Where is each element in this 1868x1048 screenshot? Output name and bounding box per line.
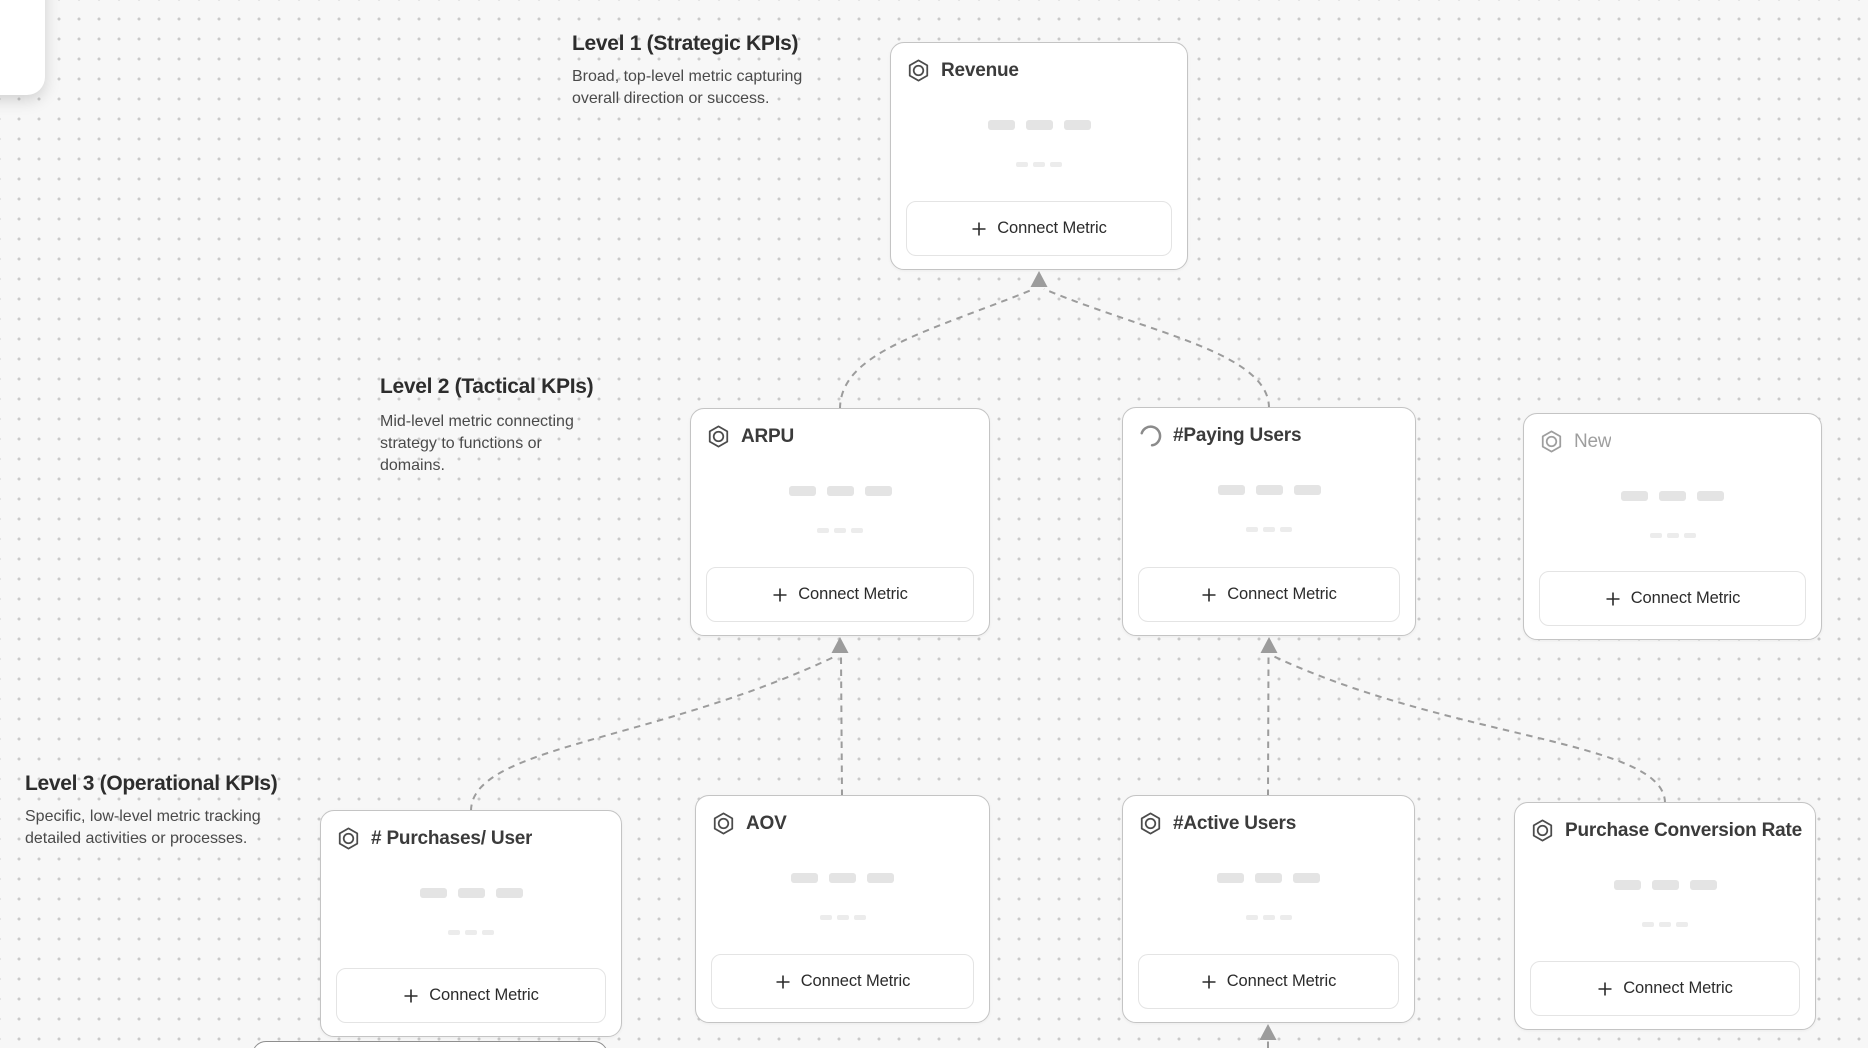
level-2-description: Mid-level metric connecting strategy to … — [380, 413, 574, 474]
metric-title: Revenue — [941, 59, 1019, 81]
card-header: New — [1539, 429, 1809, 454]
skeleton-row — [1524, 533, 1821, 538]
connector-aov-arpu — [840, 654, 843, 797]
metric-title: AOV — [746, 812, 787, 834]
skeleton-row — [1123, 915, 1414, 920]
metric-card-aov[interactable]: AOV Connect Metric — [695, 795, 990, 1023]
arrowhead-activeusers — [1259, 1024, 1277, 1040]
metric-card-new[interactable]: New Connect Metric — [1523, 413, 1822, 640]
skeleton-row — [1123, 485, 1415, 495]
metric-card-paying-users[interactable]: #Paying Users Connect Metric — [1122, 407, 1416, 636]
level-2-title: Level 2 (Tactical KPIs) — [380, 375, 594, 398]
connect-metric-label: Connect Metric — [1227, 585, 1337, 603]
metric-card-partial-bottom[interactable] — [252, 1041, 608, 1048]
arrowhead-revenue — [1030, 271, 1048, 287]
hexagon-icon — [708, 425, 729, 448]
connect-metric-label: Connect Metric — [1226, 972, 1337, 990]
skeleton-row — [1515, 880, 1815, 890]
metric-title: New — [1574, 430, 1612, 452]
metric-card-purchase-conversion-rate[interactable]: Purchase Conversion Rate Connect Metric — [1514, 802, 1816, 1030]
level-1-description: Broad, top-level metric capturing overal… — [572, 68, 803, 107]
hexagon-icon — [338, 827, 359, 850]
plus-icon — [1598, 982, 1612, 995]
skeleton-row — [1515, 922, 1815, 927]
connect-metric-label: Connect Metric — [429, 986, 539, 1004]
metric-title: #Active Users — [1173, 812, 1297, 834]
connect-metric-button[interactable]: Connect Metric — [711, 954, 974, 1009]
connector-payingusers-revenue — [1043, 288, 1270, 409]
connect-metric-button[interactable]: Connect Metric — [1530, 961, 1800, 1016]
plus-icon — [1202, 588, 1216, 601]
hexagon-icon — [1541, 430, 1562, 453]
metric-card-arpu[interactable]: ARPU Connect Metric — [690, 408, 990, 636]
skeleton-row — [1123, 873, 1414, 883]
connector-pcr-payingusers — [1272, 655, 1666, 804]
connect-metric-label: Connect Metric — [1630, 589, 1741, 607]
connect-metric-button[interactable]: Connect Metric — [336, 968, 606, 1023]
metric-card-purchases-per-user[interactable]: # Purchases/ User Connect Metric — [320, 810, 622, 1037]
hexagon-icon — [908, 59, 929, 82]
connect-metric-button[interactable]: Connect Metric — [1539, 571, 1806, 626]
hexagon-icon — [1140, 812, 1161, 835]
skeleton-row — [891, 120, 1187, 130]
hexagon-icon — [1532, 819, 1553, 842]
connect-metric-button[interactable]: Connect Metric — [906, 201, 1172, 256]
connect-metric-button[interactable]: Connect Metric — [706, 567, 974, 622]
skeleton-row — [1524, 491, 1821, 501]
connect-metric-button[interactable]: Connect Metric — [1138, 954, 1399, 1009]
skeleton-row — [696, 915, 989, 920]
metric-title: #Paying Users — [1173, 424, 1302, 446]
metric-title: ARPU — [741, 425, 795, 447]
metric-card-active-users[interactable]: #Active Users Connect Metric — [1122, 795, 1415, 1023]
metric-title: # Purchases/ User — [371, 827, 533, 849]
card-header: AOV — [711, 811, 977, 836]
connect-metric-button[interactable]: Connect Metric — [1138, 567, 1400, 622]
plus-icon — [776, 975, 790, 988]
metric-card-revenue[interactable]: Revenue Connect Metric — [890, 42, 1188, 270]
skeleton-row — [691, 528, 989, 533]
connect-metric-label: Connect Metric — [997, 219, 1107, 237]
card-header: #Active Users — [1138, 811, 1402, 836]
plus-icon — [1202, 975, 1216, 988]
skeleton-row — [891, 162, 1187, 167]
plus-icon — [972, 222, 986, 235]
skeleton-row — [321, 930, 621, 935]
toolbar-panel-fragment[interactable] — [0, 0, 45, 95]
connect-metric-label: Connect Metric — [798, 585, 908, 603]
connector-activeusers-payingusers — [1267, 654, 1270, 797]
card-header: #Paying Users — [1138, 423, 1403, 448]
card-header: ARPU — [706, 424, 977, 449]
arrowhead-payingusers — [1260, 637, 1278, 653]
plus-icon — [404, 989, 418, 1002]
card-header: Revenue — [906, 58, 1175, 83]
skeleton-row — [691, 486, 989, 496]
plus-icon — [773, 588, 787, 601]
connector-arpu-revenue — [839, 288, 1035, 410]
metric-title: Purchase Conversion Rate — [1565, 819, 1803, 841]
card-header: Purchase Conversion Rate — [1530, 818, 1803, 843]
connect-metric-label: Connect Metric — [800, 972, 911, 990]
skeleton-row — [696, 873, 989, 883]
card-header: # Purchases/ User — [336, 826, 609, 851]
connector-purchases-arpu — [470, 655, 837, 812]
skeleton-row — [1123, 527, 1415, 532]
level-1-title: Level 1 (Strategic KPIs) — [572, 32, 799, 55]
level-3-title: Level 3 (Operational KPIs) — [25, 772, 278, 795]
level-3-description: Specific, low-level metric tracking deta… — [25, 808, 261, 847]
connect-metric-label: Connect Metric — [1623, 979, 1733, 997]
arrowhead-arpu — [831, 637, 849, 653]
plus-icon — [1606, 592, 1620, 605]
hexagon-icon — [713, 812, 734, 835]
skeleton-row — [321, 888, 621, 898]
spinner-icon — [1140, 425, 1162, 447]
